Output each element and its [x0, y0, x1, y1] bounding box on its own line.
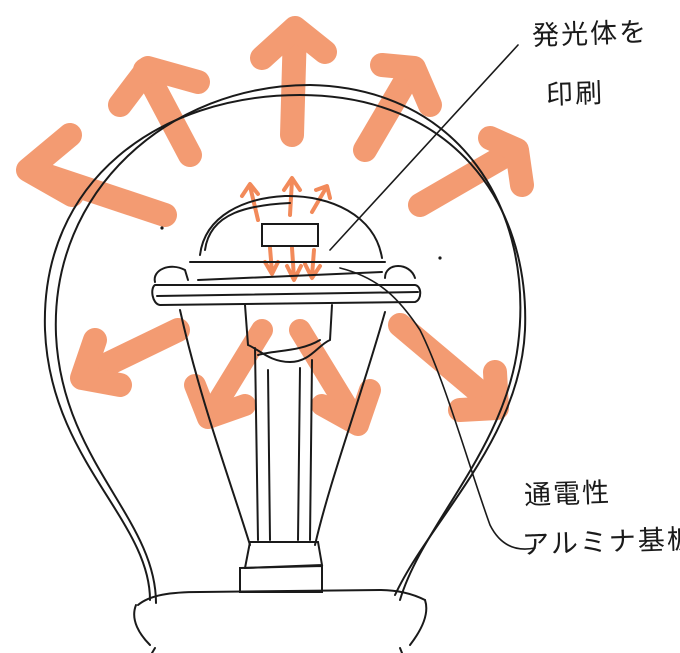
bulb-glass — [43, 83, 527, 604]
bulb-base — [133, 588, 428, 653]
phosphor-label-line2: 印刷 — [545, 77, 605, 112]
arrow-upper-right — [353, 53, 442, 162]
phosphor-label-line1: 発光体を — [531, 16, 649, 53]
alumina-substrate — [151, 265, 422, 307]
arrow-lower-left — [70, 318, 190, 397]
led-dome — [189, 194, 386, 281]
small-emission-arrows — [240, 176, 332, 282]
substrate-label-line1: 通電性 — [523, 477, 612, 512]
light-emission-arrows — [16, 16, 534, 436]
arrow-right-upper — [408, 126, 534, 217]
support-stem — [179, 304, 386, 593]
arrow-up — [250, 16, 337, 147]
phosphor-leader-line — [329, 44, 519, 251]
arrow-lower-right — [388, 313, 509, 422]
arrow-upper-left — [108, 56, 210, 167]
arrow-lower-left-inner — [184, 319, 273, 429]
substrate-leader-line — [339, 267, 536, 550]
substrate-label-line2: アルミナ基板 — [521, 523, 680, 562]
leader-lines — [329, 44, 536, 550]
ink-marks — [160, 226, 442, 260]
arrow-left-upper — [16, 123, 177, 227]
